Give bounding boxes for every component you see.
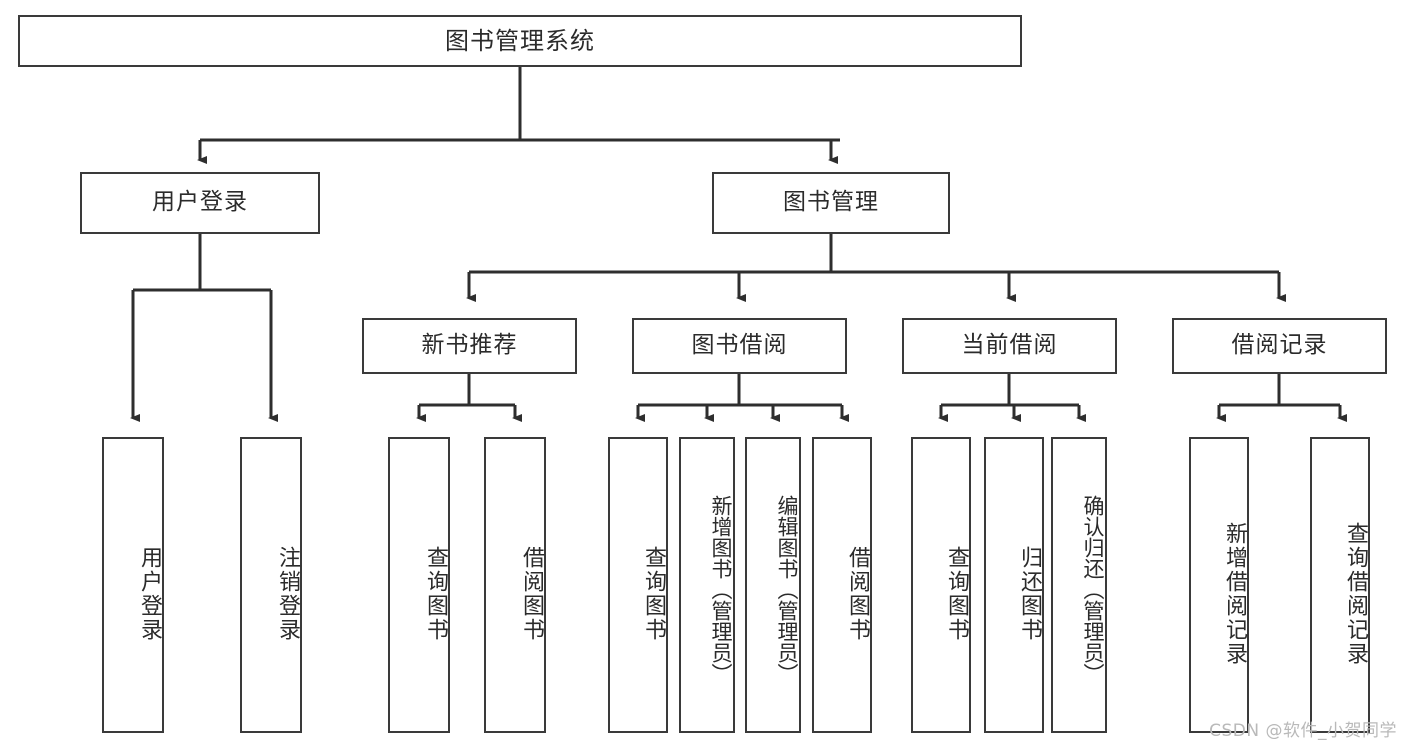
node-label: 图书借阅 (691, 332, 788, 359)
node-label: 编辑图书（管理员） (775, 494, 799, 684)
node-leaf-query-book-recommend[interactable]: 查询图书 (388, 437, 450, 733)
node-leaf-user-logout[interactable]: 注销登录 (240, 437, 302, 733)
node-leaf-confirm-return-admin[interactable]: 确认归还（管理员） (1051, 437, 1107, 733)
node-leaf-user-login[interactable]: 用户登录 (102, 437, 164, 733)
node-label: 新增图书（管理员） (709, 494, 733, 684)
node-leaf-query-book-current[interactable]: 查询图书 (911, 437, 971, 733)
node-label: 借阅记录 (1231, 332, 1328, 359)
node-leaf-query-borrow-record[interactable]: 查询借阅记录 (1310, 437, 1370, 733)
node-leaf-query-book-borrow[interactable]: 查询图书 (608, 437, 668, 733)
node-label: 新增借阅记录 (1222, 522, 1247, 666)
node-book-manage[interactable]: 图书管理 (712, 172, 950, 234)
node-label: 图书管理系统 (445, 26, 595, 55)
node-book-borrow[interactable]: 图书借阅 (632, 318, 847, 374)
node-label: 归还图书 (1017, 546, 1042, 642)
node-label: 当前借阅 (961, 332, 1058, 359)
node-root[interactable]: 图书管理系统 (18, 15, 1022, 67)
node-label: 注销登录 (275, 546, 300, 642)
node-label: 用户登录 (137, 546, 162, 642)
node-current-borrow[interactable]: 当前借阅 (902, 318, 1117, 374)
node-leaf-edit-book-admin[interactable]: 编辑图书（管理员） (745, 437, 801, 733)
node-leaf-add-book-admin[interactable]: 新增图书（管理员） (679, 437, 735, 733)
node-label: 查询图书 (423, 546, 448, 642)
node-leaf-borrow-book-recommend[interactable]: 借阅图书 (484, 437, 546, 733)
node-label: 查询借阅记录 (1343, 522, 1368, 666)
node-label: 查询图书 (944, 546, 969, 642)
watermark: CSDN @软件_小贺同学 (1209, 721, 1397, 741)
node-new-book-recommend[interactable]: 新书推荐 (362, 318, 577, 374)
node-label: 查询图书 (641, 546, 666, 642)
node-label: 借阅图书 (845, 546, 870, 642)
node-label: 用户登录 (152, 189, 248, 216)
node-borrow-record[interactable]: 借阅记录 (1172, 318, 1387, 374)
node-label: 借阅图书 (519, 546, 544, 642)
node-leaf-add-borrow-record[interactable]: 新增借阅记录 (1189, 437, 1249, 733)
node-leaf-return-book[interactable]: 归还图书 (984, 437, 1044, 733)
node-label: 新书推荐 (421, 332, 518, 359)
node-user-login[interactable]: 用户登录 (80, 172, 320, 234)
node-leaf-borrow-book[interactable]: 借阅图书 (812, 437, 872, 733)
node-label: 确认归还（管理员） (1081, 494, 1105, 684)
node-label: 图书管理 (783, 189, 879, 216)
